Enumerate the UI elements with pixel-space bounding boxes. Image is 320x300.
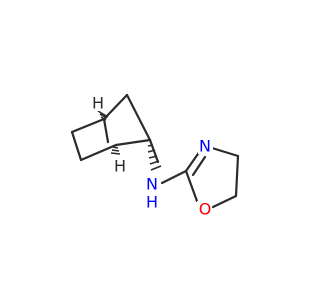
bond-n-ring-c9 xyxy=(210,146,240,158)
atom-h-amine: H xyxy=(146,193,158,212)
molecule-structure: H H N H N O xyxy=(70,93,240,219)
bond-c7-c4 xyxy=(125,93,152,142)
bond-c8-n-ring xyxy=(184,149,202,173)
atom-n-amine: N xyxy=(146,175,158,194)
bond-c9-c10 xyxy=(234,154,240,198)
bond-c1-c2 xyxy=(102,117,110,144)
bond-c5-c4 xyxy=(79,143,118,162)
bond-skeleton xyxy=(70,93,240,209)
atom-labels: H H N H N O xyxy=(91,94,213,219)
bond-c4-c3 xyxy=(114,138,152,147)
atom-o-ring: O xyxy=(199,200,212,219)
atom-n-ring: N xyxy=(199,137,211,156)
hashed-bond-c1-h xyxy=(97,110,109,121)
bond-c10-o xyxy=(211,194,238,209)
hashed-bond-c3-n xyxy=(147,144,162,171)
bond-o-c8 xyxy=(184,169,199,203)
hashed-bond-c4-h xyxy=(110,146,121,155)
atom-h-bridgehead-top: H xyxy=(92,94,104,113)
bond-n-c8 xyxy=(160,169,188,185)
bond-c8-n-ring-double xyxy=(191,155,207,177)
bond-c1-c7 xyxy=(102,93,129,121)
bond-c1-c6 xyxy=(70,117,106,134)
atom-h-bridgehead-bottom: H xyxy=(114,157,126,176)
bond-c6-c5 xyxy=(70,130,83,162)
